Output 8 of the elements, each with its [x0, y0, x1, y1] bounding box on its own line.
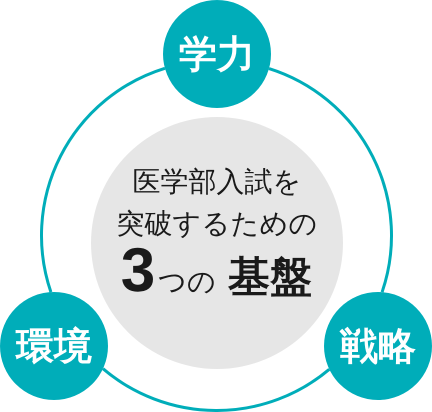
topic-label: 環境	[16, 327, 92, 365]
connector-arc	[102, 368, 330, 412]
topic-label: 戦略	[340, 327, 416, 365]
connector-arc	[40, 66, 166, 292]
topic-label: 学力	[179, 35, 255, 73]
connector-arc	[268, 67, 393, 293]
intro-text: 医学部入試を突破するための	[116, 164, 318, 242]
headline-text: 3つの基盤	[120, 239, 314, 307]
